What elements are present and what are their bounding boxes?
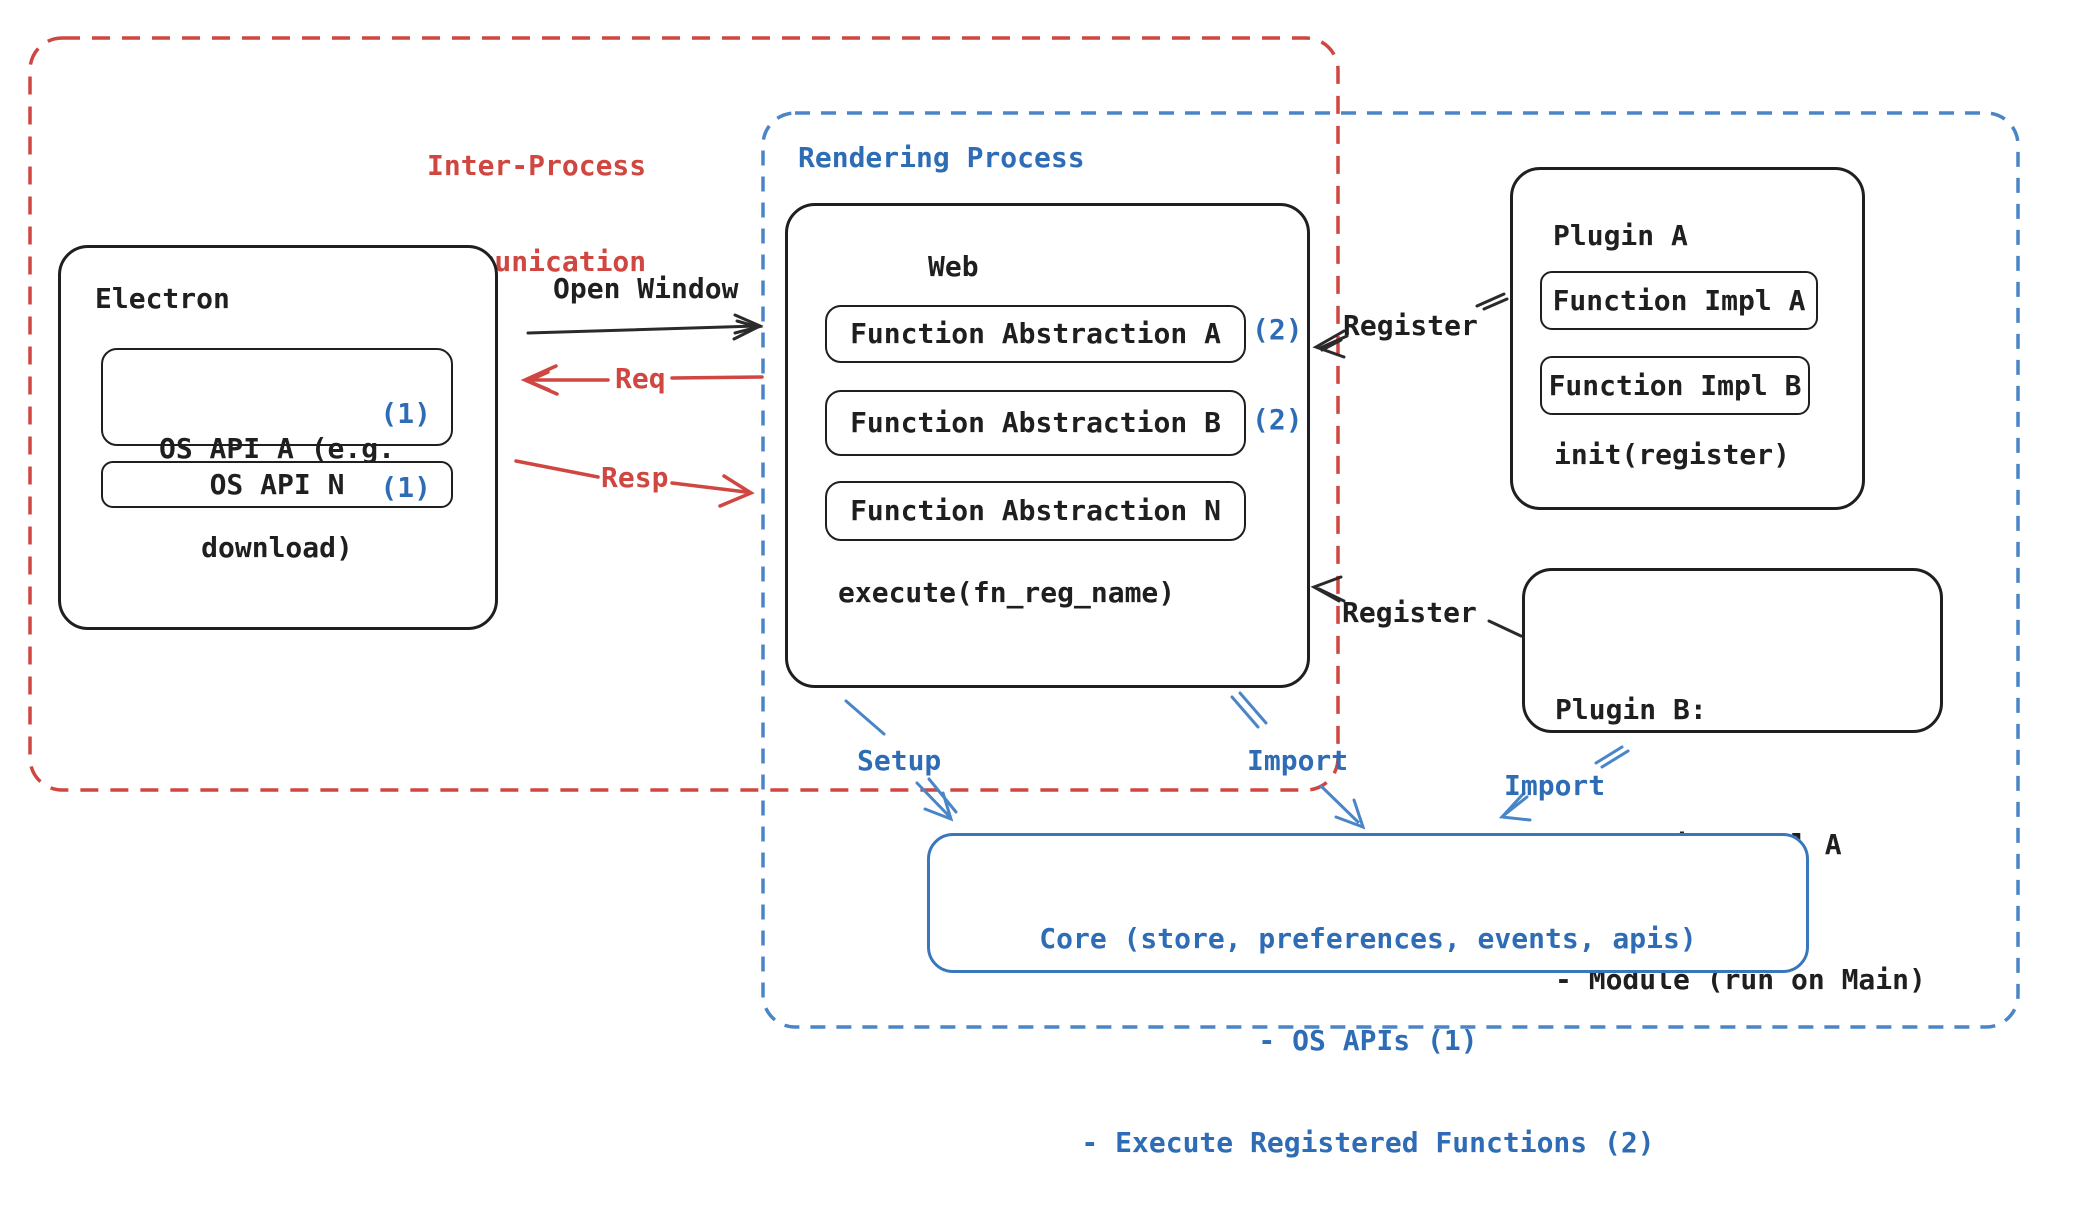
import-plugin-label: Import (1504, 769, 1606, 802)
function-abstraction-a-label: Function Abstraction A (850, 317, 1221, 350)
function-abstraction-b-box: Function Abstraction B (825, 390, 1246, 456)
plugin-a-init-label: init(register) (1554, 438, 1791, 471)
connector-layer (28, 36, 2020, 1029)
core-item-os-apis: - OS APIs (1) (1258, 1024, 1478, 1057)
import-plugin-arrow (1498, 745, 1630, 822)
function-impl-b-box: Function Impl B (1540, 356, 1810, 415)
function-abstraction-b-badge: (2) (1252, 403, 1303, 436)
rendering-region-label: Rendering Process (798, 141, 1085, 174)
plugin-a-title: Plugin A (1553, 219, 1688, 252)
core-title: Core (store, preferences, events, apis) (1039, 922, 1697, 955)
register-a-label: Register (1343, 309, 1478, 342)
import-web-arrow (1230, 691, 1366, 830)
plugin-a-box: Plugin A Function Impl A Function Impl B… (1510, 167, 1865, 510)
ipc-region-border (28, 36, 1340, 792)
core-content: Core (store, preferences, events, apis) … (930, 854, 1806, 1228)
function-impl-a-box: Function Impl A (1540, 271, 1818, 330)
os-api-a-label: OS API A (e.g. download) (103, 366, 451, 630)
open-window-arrow (526, 313, 764, 341)
core-box: Core (store, preferences, events, apis) … (927, 833, 1809, 1159)
function-abstraction-a-badge: (2) (1252, 313, 1303, 346)
os-api-a-box: OS API A (e.g. download) (1) (101, 348, 453, 564)
plugin-b-box: Plugin B: - Function Impl A - Module (ru… (1522, 568, 1943, 996)
register-b-arrow (1310, 575, 1523, 638)
import-web-label: Import (1247, 744, 1349, 777)
execute-label: execute(fn_reg_name) (838, 576, 1176, 609)
setup-arrow (844, 699, 958, 822)
web-box: Web Function Abstraction A Function Abst… (785, 203, 1310, 688)
electron-box: Electron OS API A (e.g. download) (1) OS… (58, 245, 498, 630)
resp-label: Resp (601, 461, 669, 494)
function-impl-b-label: Function Impl B (1548, 368, 1802, 402)
register-a-arrow (1312, 292, 1509, 359)
req-arrow (520, 364, 764, 396)
function-abstraction-b-label: Function Abstraction B (850, 406, 1221, 439)
os-api-n-label: OS API N (209, 467, 345, 501)
electron-title: Electron (95, 282, 230, 315)
resp-arrow (514, 459, 755, 508)
req-label: Req (615, 362, 666, 395)
os-api-a-line2: download) (201, 531, 353, 564)
plugin-b-title: Plugin B: (1555, 693, 1707, 726)
ipc-region-label-line1: Inter-Process (427, 149, 647, 182)
diagram-canvas: Inter-Process Communication Rendering Pr… (28, 36, 2020, 1159)
web-title: Web (928, 250, 979, 283)
function-impl-a-label: Function Impl A (1552, 283, 1806, 317)
function-abstraction-n-box: Function Abstraction N (825, 481, 1246, 541)
register-b-label: Register (1342, 596, 1477, 629)
os-api-a-badge: (1) (380, 397, 431, 430)
function-abstraction-n-label: Function Abstraction N (850, 494, 1221, 527)
function-abstraction-a-box: Function Abstraction A (825, 305, 1246, 363)
open-window-label: Open Window (553, 272, 739, 305)
os-api-n-box: OS API N (1) (101, 461, 453, 508)
os-api-a-line1: OS API A (e.g. (158, 432, 395, 465)
setup-label: Setup (857, 744, 942, 777)
os-api-n-badge: (1) (380, 471, 431, 504)
core-item-execute-registered: - Execute Registered Functions (2) (1081, 1126, 1655, 1159)
rendering-region-border (761, 111, 2020, 1029)
